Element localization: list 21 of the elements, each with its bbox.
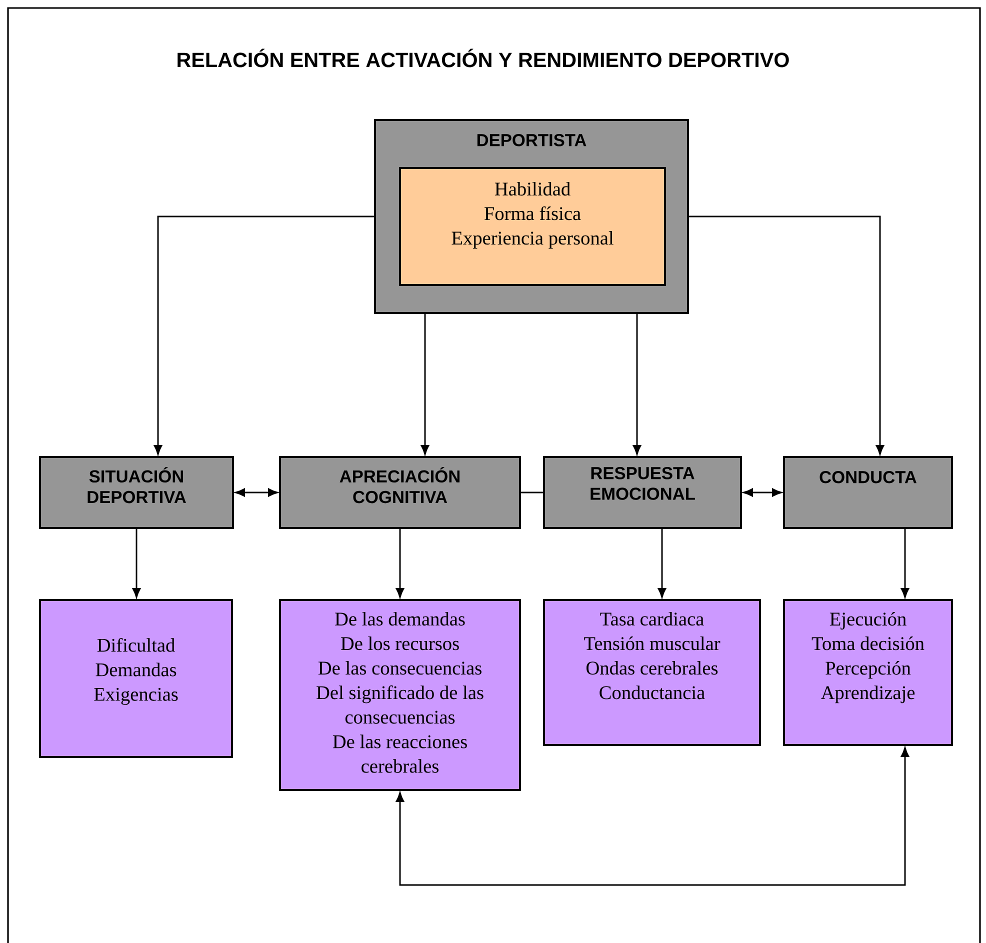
arrow (688, 216, 884, 455)
attribute-box: Habilidad Forma física Experiencia personal (399, 167, 666, 286)
arrow (900, 528, 910, 598)
arrow (743, 488, 782, 497)
arrow (396, 528, 404, 598)
arrow (632, 313, 642, 455)
process-box: CONDUCTA (783, 456, 953, 529)
arrow (132, 528, 141, 598)
arrow (235, 488, 278, 497)
detail-box: Dificultad Demandas Exigencias (39, 599, 233, 758)
detail-box: Ejecución Toma decisión Percepción Aprendizaje (783, 599, 953, 746)
arrow (658, 528, 666, 598)
title: RELACIÓN ENTRE ACTIVACIÓN Y RENDIMIENTO DEPORTIVO (178, 48, 789, 68)
arrow (154, 216, 375, 455)
arrow (420, 313, 430, 455)
detail-box: De las demandas De los recursos De las consecuencias Del significado de las consecuencias De las reacciones cerebrales (279, 599, 521, 791)
detail-box: Tasa cardiaca Tensión muscular Ondas cerebrales Conductancia (543, 599, 761, 746)
process-box: SITUACIÓN DEPORTIVA (39, 456, 234, 529)
process-box: RESPUESTA EMOCIONAL (543, 456, 742, 529)
process-box: APRECIACIÓN COGNITIVA (279, 456, 521, 529)
arrow (396, 747, 910, 886)
